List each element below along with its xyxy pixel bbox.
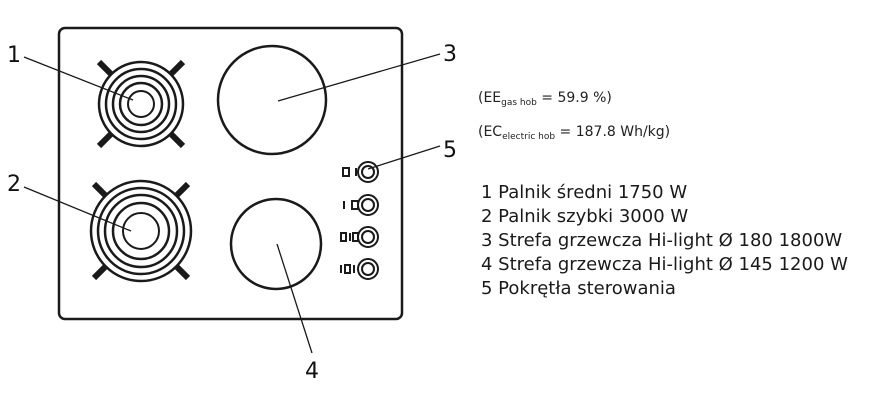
hilight-zone-145	[229, 197, 323, 291]
hilight-zone-180	[216, 44, 328, 156]
callout-1: 1	[7, 43, 21, 68]
knob-1	[342, 161, 379, 183]
leader-lines	[23, 53, 441, 354]
knob-2	[343, 194, 379, 216]
callout-2: 2	[7, 172, 21, 197]
control-knobs	[340, 161, 379, 280]
legend-list: 1 Palnik średni 1750 W 2 Palnik szybki 3…	[481, 181, 848, 301]
legend-item: 1 Palnik średni 1750 W	[481, 182, 688, 203]
callout-5: 5	[443, 138, 457, 163]
energy-consumption-electric: (ECelectric hob = 187.8 Wh/kg)	[478, 124, 671, 142]
knob-4	[340, 258, 379, 280]
burner-rapid	[89, 179, 193, 283]
callout-4: 4	[305, 359, 319, 384]
callout-3: 3	[443, 42, 457, 67]
energy-efficiency-gas: (EEgas hob = 59.9 %)	[478, 90, 612, 108]
legend-item: 2 Palnik szybki 3000 W	[481, 206, 689, 227]
legend-item: 5 Pokrętła sterowania	[481, 278, 676, 299]
legend-item: 3 Strefa grzewcza Hi-light Ø 180 1800W	[481, 230, 843, 251]
burner-medium	[96, 59, 186, 149]
hob-outline	[57, 26, 404, 321]
legend-item: 4 Strefa grzewcza Hi-light Ø 145 1200 W	[481, 254, 848, 275]
knob-3	[340, 226, 379, 248]
